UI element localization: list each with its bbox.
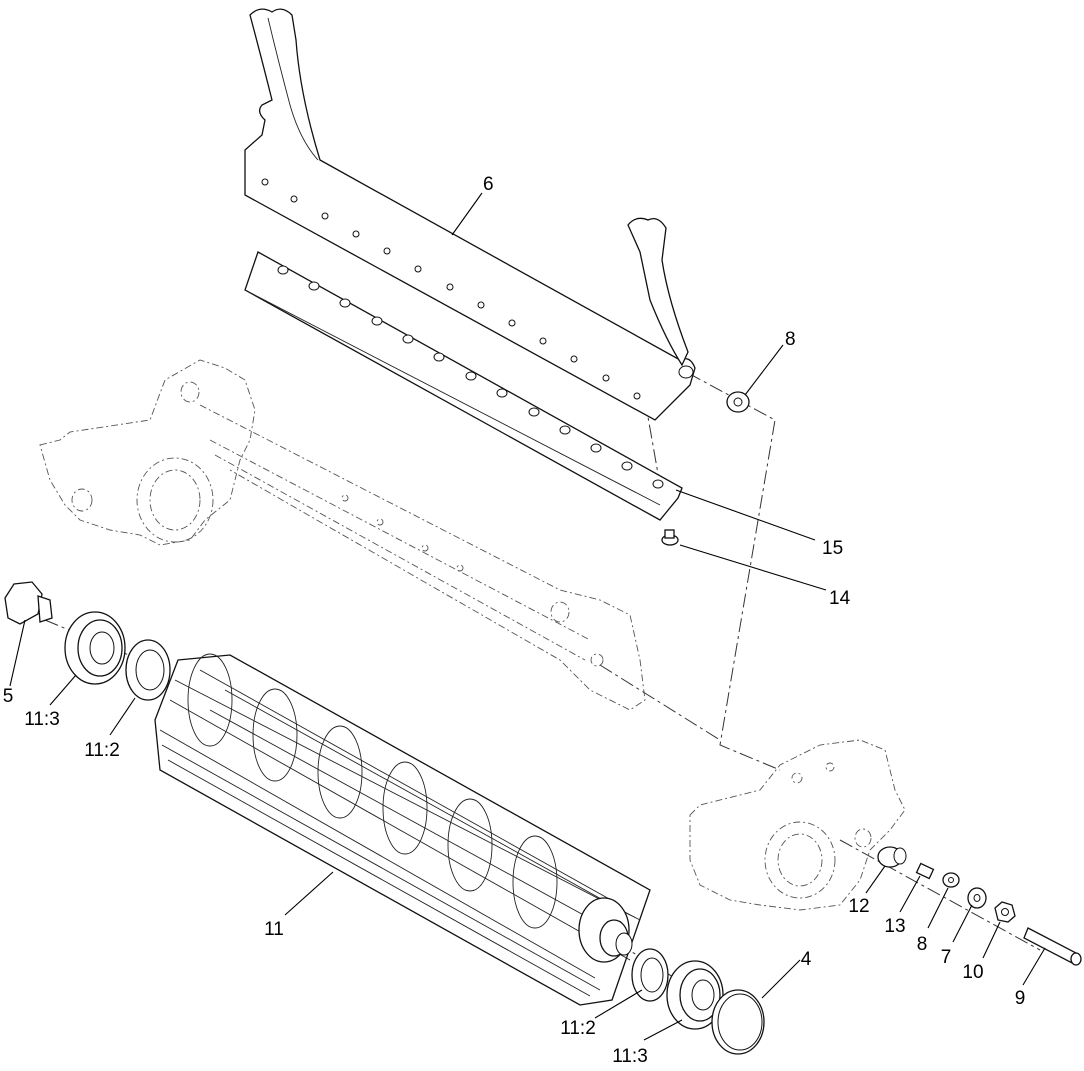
washer-top-part: [726, 391, 750, 413]
callout-13: 13: [884, 916, 905, 937]
callout-12: 12: [848, 896, 869, 917]
callout-11-2-left: 11:2: [84, 740, 120, 761]
leader-lines: [9, 192, 1046, 1041]
callout-14: 14: [829, 588, 851, 609]
callout-labels: 6 8 15 14 5 11:3 11:2 11 11:2 11:3 4 12 …: [3, 174, 1026, 1067]
callout-4: 4: [801, 949, 812, 970]
nut-part: [4, 581, 53, 625]
snap-ring-part: [711, 989, 765, 1055]
callout-8-right: 8: [917, 934, 928, 955]
ghost-frame: [39, 359, 906, 911]
callout-11-2-right: 11:2: [560, 1018, 596, 1039]
bedbar-part: [244, 8, 696, 421]
spacer-part: [967, 887, 987, 909]
bearing-right-part: [666, 960, 724, 1030]
screw-part: [661, 529, 679, 546]
right-hardware: [877, 846, 1082, 966]
washer-right-part: [942, 872, 960, 888]
callout-7: 7: [941, 947, 952, 968]
callout-5: 5: [3, 686, 14, 707]
bushing-part: [877, 846, 907, 868]
shaft-part: [1023, 927, 1082, 966]
callout-6: 6: [483, 174, 494, 195]
callout-11-3-right: 11:3: [612, 1046, 648, 1067]
pin-part: [915, 862, 935, 880]
callout-11: 11: [264, 919, 284, 940]
callout-15: 15: [822, 538, 843, 559]
seal-right-part: [631, 948, 669, 1002]
callout-8-top: 8: [785, 329, 796, 350]
reel-part: [154, 653, 651, 1006]
bedknife-part: [244, 251, 683, 521]
callout-10: 10: [962, 962, 983, 983]
locknut-part: [994, 901, 1016, 923]
callout-11-3-left: 11:3: [24, 709, 60, 730]
seal-left-part: [125, 639, 171, 701]
callout-9: 9: [1015, 988, 1026, 1009]
bearing-left-part: [64, 611, 126, 685]
